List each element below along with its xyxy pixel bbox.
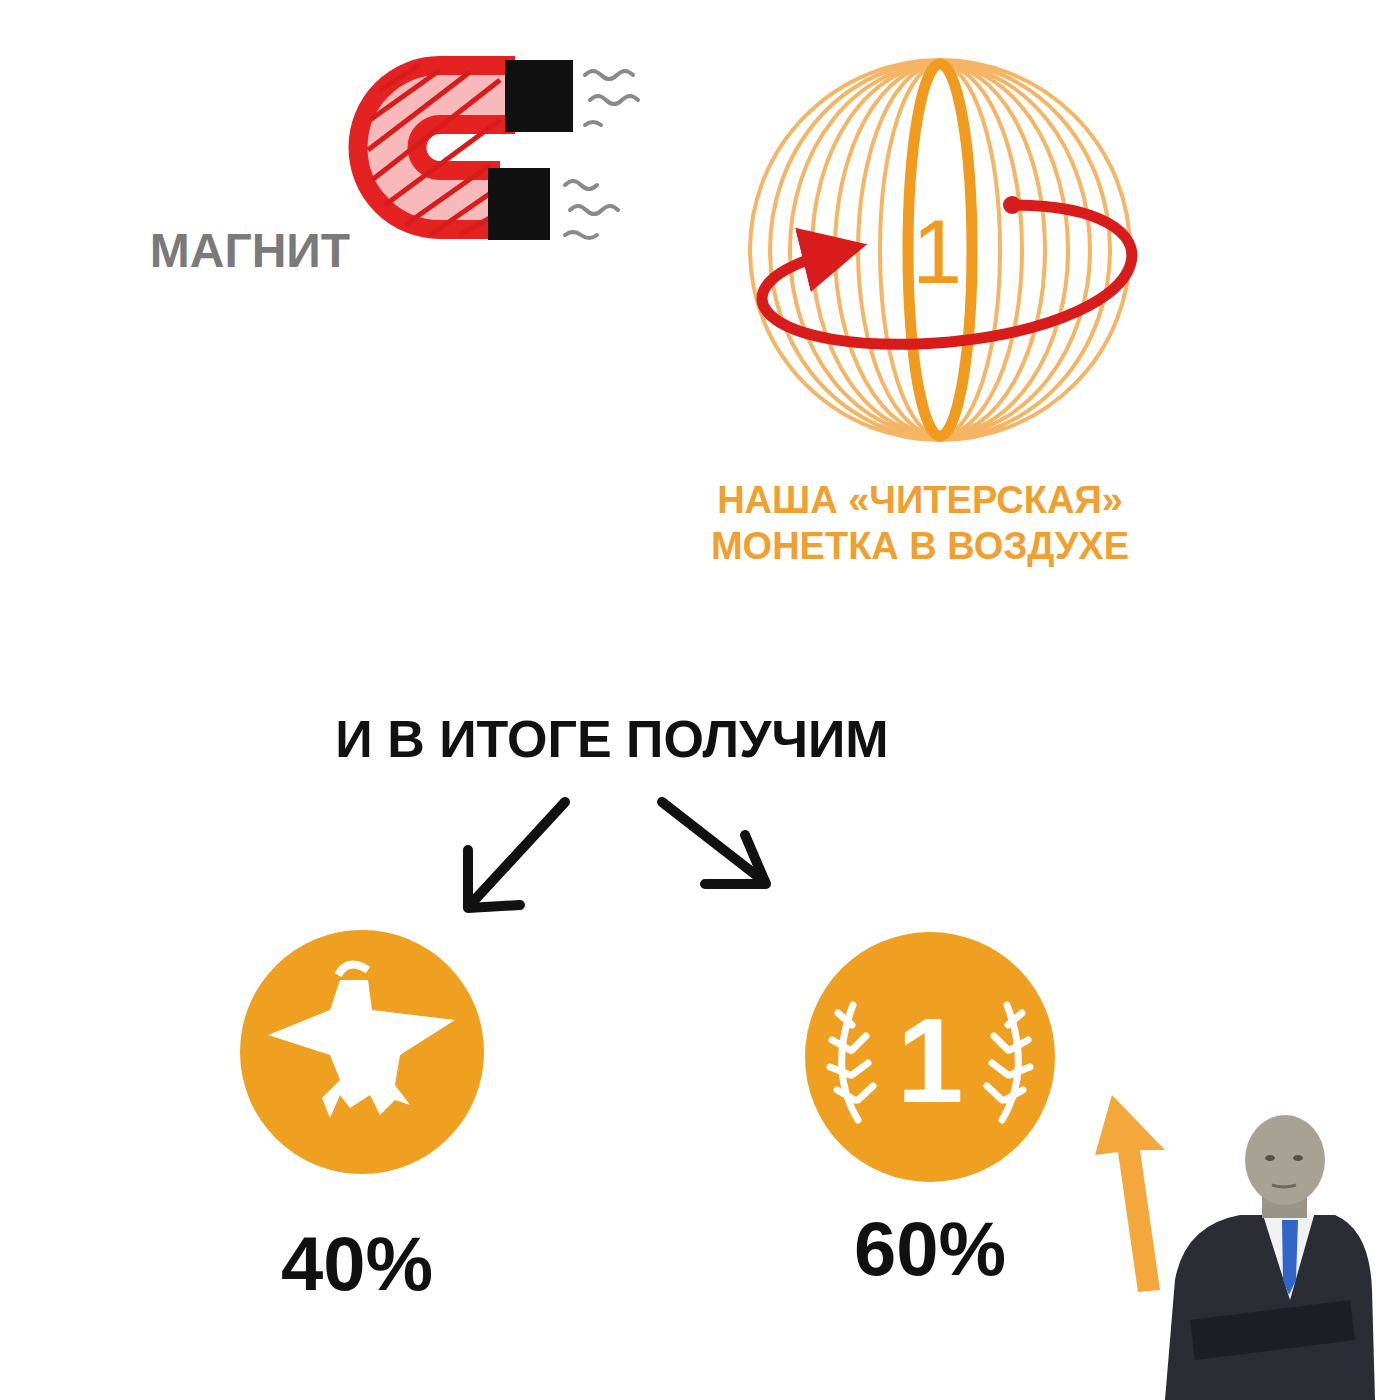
coin-number: 1 <box>870 988 990 1132</box>
coin-tails <box>240 930 484 1174</box>
up-arrow <box>1095 1095 1165 1292</box>
meme-man <box>1165 1115 1375 1400</box>
magnet-label: МАГНИТ <box>85 222 415 280</box>
spinning-coin <box>750 60 1130 440</box>
coin-number: 1 <box>907 198 967 306</box>
percent-value: 40% <box>227 1218 487 1309</box>
coin-heads <box>805 932 1055 1182</box>
coin-caption: НАША «ЧИТЕРСКАЯ» МОНЕТКА В ВОЗДУХЕ <box>650 478 1190 569</box>
percent-value: 60% <box>800 1203 1060 1294</box>
arrow-tail <box>1003 196 1021 214</box>
result-heading: И В ИТОГЕ ПОЛУЧИМ <box>262 708 962 770</box>
result-arrows <box>468 802 766 908</box>
magnet <box>368 60 638 240</box>
